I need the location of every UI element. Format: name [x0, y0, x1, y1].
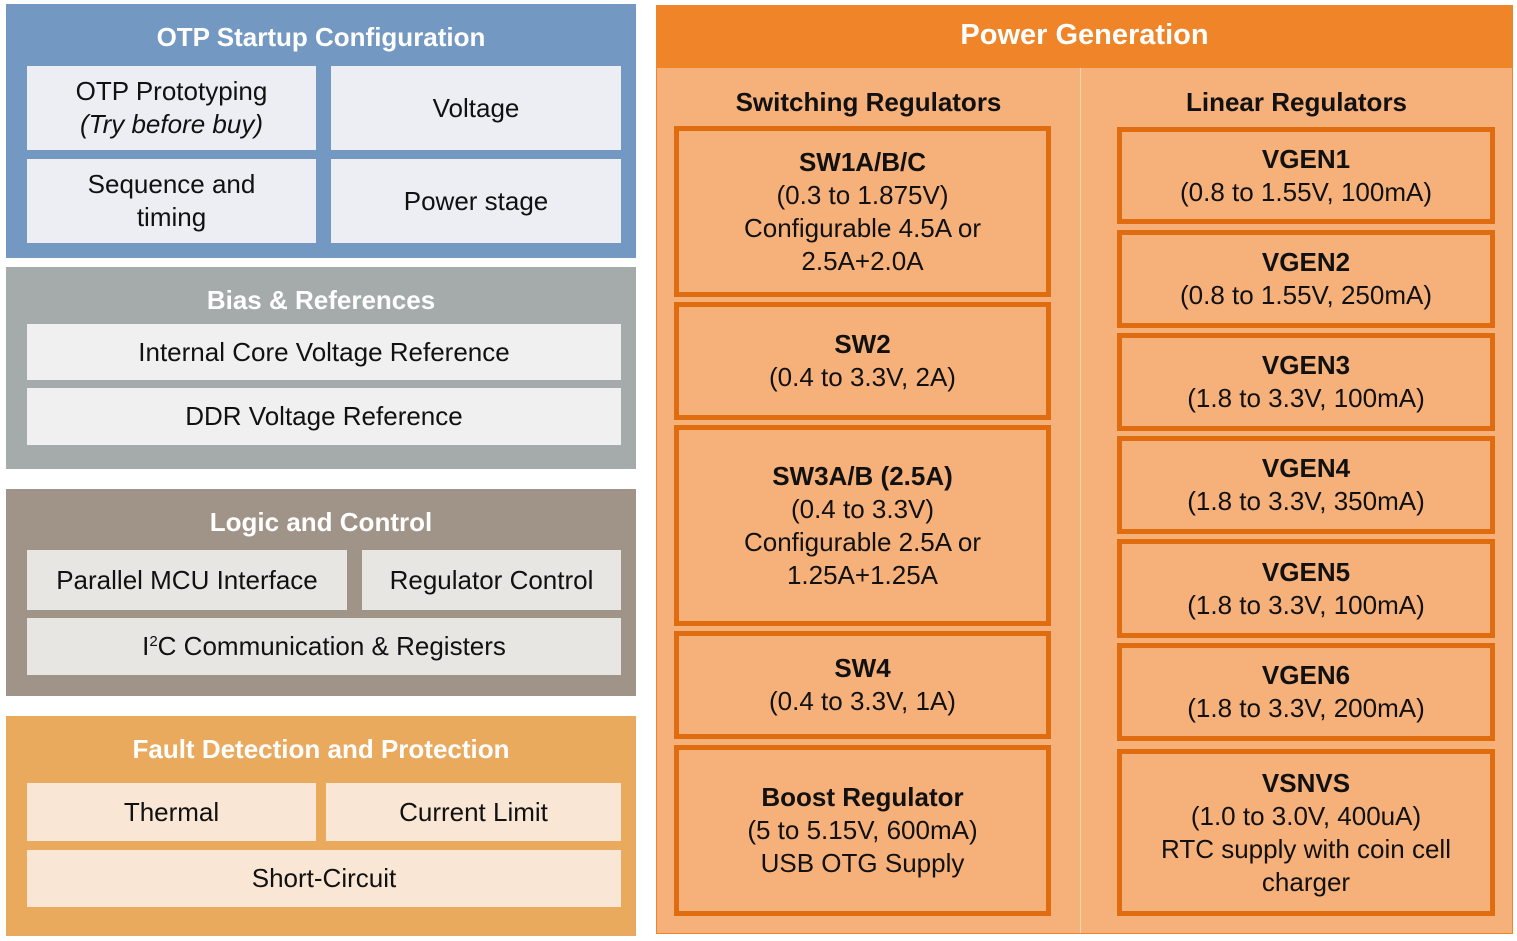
regulator-detail: 2.5A+2.0A [801, 245, 924, 276]
regulator-detail: Configurable 2.5A or [743, 526, 982, 557]
parallel-mcu-interface-cell: Parallel MCU Interface [27, 550, 347, 610]
regulator-control-label: Regulator Control [389, 564, 594, 595]
regulator-name: VGEN5 [1261, 556, 1351, 587]
regulator-name: VGEN3 [1261, 350, 1351, 380]
logic-panel-title: Logic and Control [209, 507, 433, 537]
ddr-reference-label: DDR Voltage Reference [185, 401, 463, 431]
i2c-prefix: I [142, 631, 150, 661]
regulator-name: VGEN4 [1261, 453, 1351, 483]
regulator-detail: (5 to 5.15V, 600mA) [747, 815, 978, 845]
regulator-detail: (0.3 to 1.875V) [776, 179, 949, 210]
regulator-detail: Configurable 4.5A or [743, 212, 982, 243]
bias-panel-title: Bias & References [206, 285, 436, 315]
vgen1-regulator: VGEN1 (0.8 to 1.55V, 100mA) [1117, 127, 1495, 224]
sw2-regulator: SW2 (0.4 to 3.3V, 2A) [674, 302, 1051, 420]
ddr-voltage-reference-cell: DDR Voltage Reference [27, 388, 621, 445]
i2c-superscript: 2 [149, 633, 158, 650]
fault-detection-panel: Fault Detection and Protection Thermal C… [6, 716, 636, 936]
regulator-detail: (1.8 to 3.3V, 100mA) [1187, 589, 1425, 620]
voltage-cell: Voltage [331, 66, 621, 150]
regulator-detail: (0.8 to 1.55V, 100mA) [1180, 176, 1432, 207]
regulator-detail: 1.25A+1.25A [786, 559, 939, 590]
regulator-name: VGEN1 [1261, 143, 1351, 174]
current-limit-cell: Current Limit [326, 783, 621, 841]
regulator-name: Boost Regulator [761, 782, 964, 812]
regulator-detail: (1.8 to 3.3V, 100mA) [1187, 383, 1425, 413]
power-generation-header: Power Generation [657, 6, 1512, 68]
i2c-rest: C Communication & Registers [157, 631, 506, 661]
regulator-name: SW2 [834, 329, 891, 359]
otp-startup-panel: OTP Startup Configuration OTP Prototypin… [6, 4, 636, 258]
vgen5-regulator: VGEN5 (1.8 to 3.3V, 100mA) [1117, 539, 1495, 638]
regulator-name: VSNVS [1261, 767, 1351, 798]
voltage-label: Voltage [432, 92, 520, 123]
regulator-detail: USB OTG Supply [760, 848, 965, 878]
thermal-label: Thermal [123, 796, 220, 827]
i2c-communication-cell: I2C Communication & Registers [27, 618, 621, 675]
vgen2-regulator: VGEN2 (0.8 to 1.55V, 250mA) [1117, 230, 1495, 328]
regulator-control-cell: Regulator Control [362, 550, 621, 610]
regulator-name: SW1A/B/C [798, 146, 927, 177]
regulator-name: VGEN2 [1261, 247, 1351, 277]
regulator-detail: (1.0 to 3.0V, 400uA) [1190, 800, 1422, 831]
otp-panel-title: OTP Startup Configuration [156, 22, 486, 52]
regulator-name: SW4 [834, 653, 891, 683]
short-circuit-cell: Short-Circuit [27, 850, 621, 907]
power-generation-panel: Power Generation Switching Regulators Li… [656, 5, 1513, 934]
vgen6-regulator: VGEN6 (1.8 to 3.3V, 200mA) [1117, 643, 1495, 741]
regulator-detail: (0.4 to 3.3V, 1A) [769, 686, 956, 716]
column-divider [1080, 68, 1081, 933]
regulator-detail: charger [1261, 866, 1351, 897]
fault-panel-title: Fault Detection and Protection [132, 734, 510, 764]
internal-core-voltage-reference-cell: Internal Core Voltage Reference [27, 324, 621, 380]
bias-references-panel: Bias & References Internal Core Voltage … [6, 267, 636, 469]
try-before-buy-label: (Try before buy) [79, 109, 263, 139]
regulator-name: SW3A/B (2.5A) [772, 460, 953, 491]
regulator-detail: (1.8 to 3.3V, 200mA) [1187, 693, 1425, 723]
sequence-timing-cell: Sequence and timing [27, 159, 316, 243]
i2c-label: I2C Communication & Registers [142, 630, 506, 663]
regulator-detail: (0.8 to 1.55V, 250mA) [1180, 280, 1432, 310]
power-generation-title: Power Generation [960, 19, 1209, 51]
vgen4-regulator: VGEN4 (1.8 to 3.3V, 350mA) [1117, 436, 1495, 534]
sequence-label: Sequence and [87, 169, 256, 199]
power-stage-label: Power stage [403, 185, 549, 216]
regulator-name: VGEN6 [1261, 660, 1351, 690]
internal-reference-label: Internal Core Voltage Reference [138, 336, 510, 367]
linear-regulators-heading: Linear Regulators [1185, 87, 1408, 117]
mcu-label: Parallel MCU Interface [56, 564, 318, 595]
sw3ab-regulator: SW3A/B (2.5A) (0.4 to 3.3V) Configurable… [674, 425, 1051, 626]
short-circuit-label: Short-Circuit [251, 863, 397, 893]
sw4-regulator: SW4 (0.4 to 3.3V, 1A) [674, 631, 1051, 739]
timing-label: timing [136, 202, 207, 232]
current-limit-label: Current Limit [399, 796, 548, 827]
regulator-detail: RTC supply with coin cell [1161, 833, 1451, 864]
regulator-detail: (1.8 to 3.3V, 350mA) [1187, 486, 1425, 516]
power-stage-cell: Power stage [331, 159, 621, 243]
thermal-cell: Thermal [27, 783, 316, 841]
boost-regulator: Boost Regulator (5 to 5.15V, 600mA) USB … [674, 745, 1051, 916]
otp-prototyping-label: OTP Prototyping [75, 76, 268, 106]
sw1abc-regulator: SW1A/B/C (0.3 to 1.875V) Configurable 4.… [674, 126, 1051, 297]
otp-prototyping-cell: OTP Prototyping (Try before buy) [27, 66, 316, 150]
switching-regulators-heading: Switching Regulators [735, 87, 1002, 117]
regulator-detail: (0.4 to 3.3V, 2A) [769, 362, 956, 392]
vgen3-regulator: VGEN3 (1.8 to 3.3V, 100mA) [1117, 333, 1495, 431]
logic-control-panel: Logic and Control Parallel MCU Interface… [6, 489, 636, 696]
vsnvs-regulator: VSNVS (1.0 to 3.0V, 400uA) RTC supply wi… [1117, 749, 1495, 916]
regulator-detail: (0.4 to 3.3V) [790, 493, 935, 524]
